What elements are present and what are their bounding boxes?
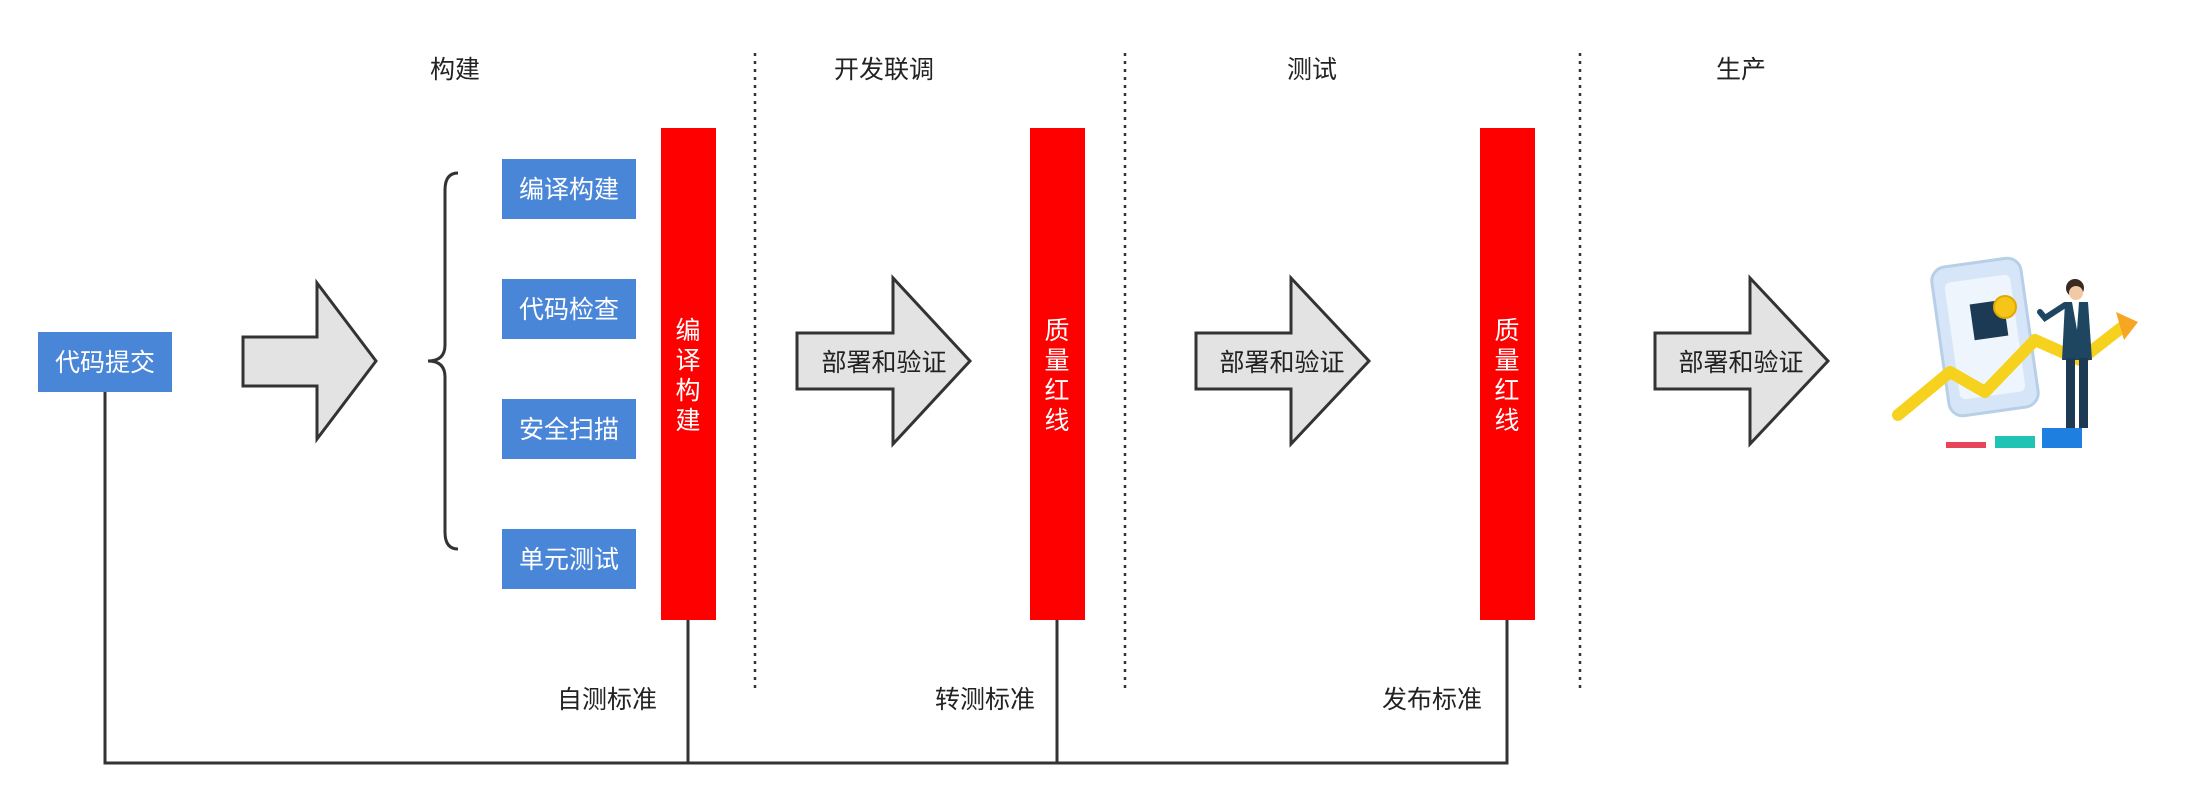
feedback-line-release bbox=[1057, 620, 1509, 765]
gate-char: 量 bbox=[1044, 346, 1069, 375]
build-step-label: 代码检查 bbox=[519, 295, 619, 324]
deploy-arrow bbox=[1653, 274, 1831, 448]
build-step-unit-test bbox=[502, 529, 636, 589]
gate-char: 编 bbox=[675, 316, 700, 345]
production-growth-illustration bbox=[1892, 256, 2138, 448]
phase-title-build: 构建 bbox=[430, 55, 480, 84]
flow-arrow bbox=[241, 278, 378, 444]
build-step-label: 编译构建 bbox=[519, 175, 619, 204]
phase-title-dev-integration: 开发联调 bbox=[834, 55, 934, 84]
gate-bar-quality-2 bbox=[1480, 128, 1535, 620]
steps-brace bbox=[427, 171, 459, 551]
standard-label-handover: 转测标准 bbox=[935, 685, 1035, 714]
deploy-arrow-label: 部署和验证 bbox=[821, 348, 946, 377]
gate-char: 量 bbox=[1494, 346, 1519, 375]
build-step-label: 安全扫描 bbox=[519, 415, 619, 444]
feedback-line-self-test bbox=[98, 373, 690, 765]
gate-char: 建 bbox=[675, 406, 700, 435]
gate-char: 线 bbox=[1044, 406, 1069, 435]
standard-label-self-test: 自测标准 bbox=[557, 685, 657, 714]
build-step-label: 单元测试 bbox=[519, 545, 619, 574]
standard-label-release: 发布标准 bbox=[1382, 685, 1482, 714]
gate-char: 质 bbox=[1044, 316, 1069, 345]
gate-bar-build bbox=[661, 128, 716, 620]
deploy-arrow bbox=[1194, 274, 1372, 448]
gate-bar-quality-1 bbox=[1030, 128, 1085, 620]
gate-char: 红 bbox=[1044, 376, 1069, 405]
build-step-security-scan bbox=[502, 399, 636, 459]
gate-char: 质 bbox=[1494, 316, 1519, 345]
deploy-arrow-label: 部署和验证 bbox=[1678, 348, 1803, 377]
build-step-code-check bbox=[502, 279, 636, 339]
commit-label: 代码提交 bbox=[55, 348, 155, 377]
deploy-arrow bbox=[795, 274, 973, 448]
gate-char: 译 bbox=[675, 346, 700, 375]
deploy-arrow-label: 部署和验证 bbox=[1219, 348, 1344, 377]
gate-char: 构 bbox=[675, 376, 700, 405]
commit-box bbox=[38, 332, 172, 392]
phase-title-production: 生产 bbox=[1716, 55, 1766, 84]
gate-char: 线 bbox=[1494, 406, 1519, 435]
build-step-compile bbox=[502, 159, 636, 219]
phase-title-test: 测试 bbox=[1287, 55, 1337, 84]
gate-char: 红 bbox=[1494, 376, 1519, 405]
